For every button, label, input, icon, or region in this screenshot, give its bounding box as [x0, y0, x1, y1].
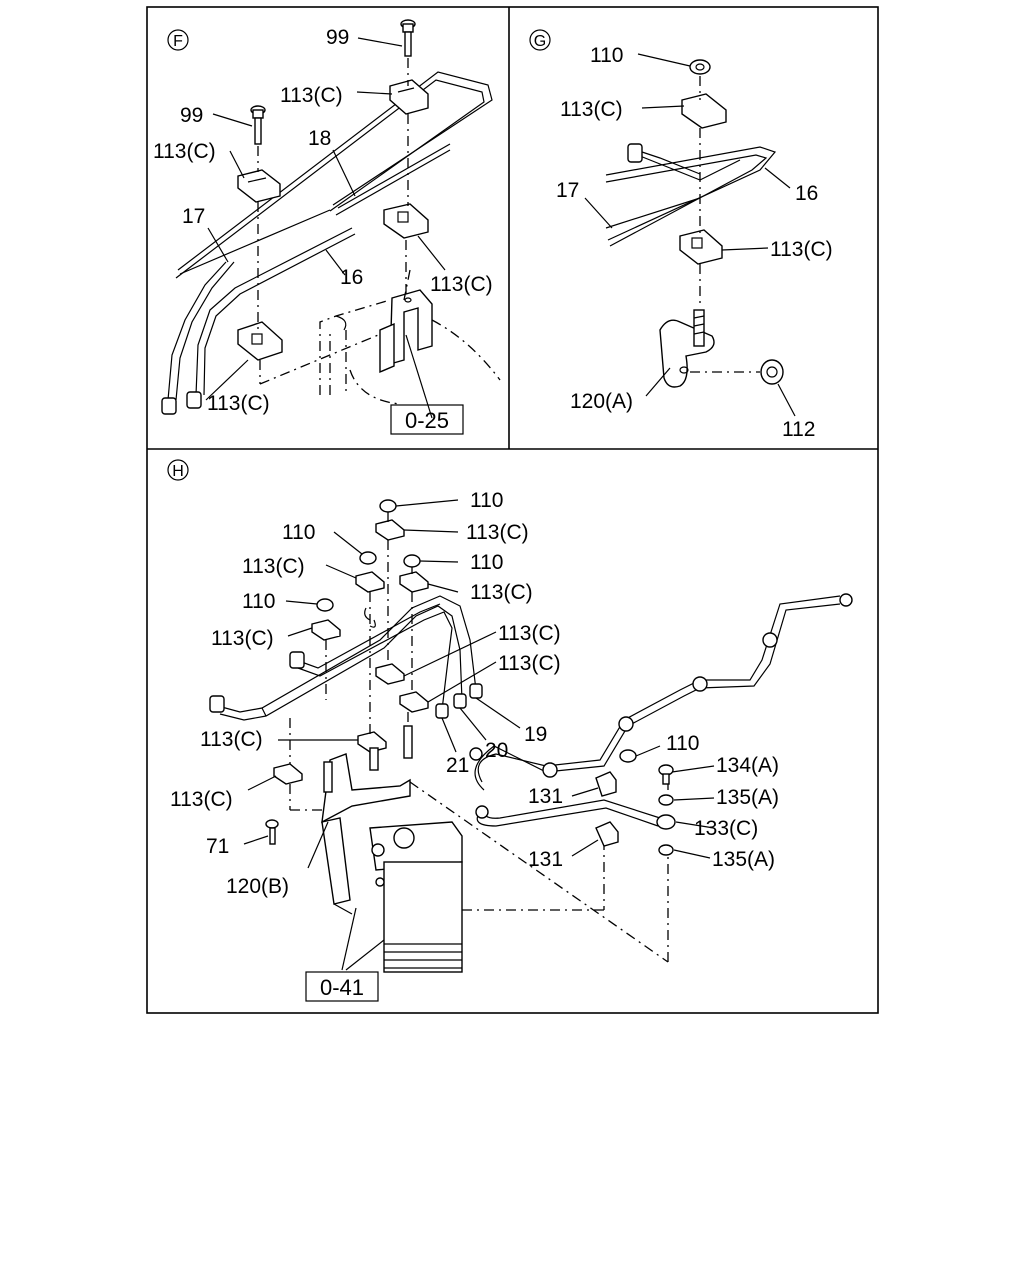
label-113c-g2: 113(C): [770, 238, 833, 261]
nut-110-h5: [619, 749, 637, 763]
pipe-nuts-f: [161, 391, 202, 415]
label-131-h1: 131: [528, 785, 563, 808]
panel-badge-g: G: [529, 29, 551, 51]
bracket-120a: [659, 309, 715, 388]
label-112-g: 112: [782, 418, 815, 441]
fitting-133c: [656, 814, 676, 830]
label-113c-h3: 113(C): [470, 581, 533, 604]
label-113c-g1: 113(C): [560, 98, 623, 121]
nut-110-h4: [316, 598, 334, 612]
label-17-g: 17: [556, 179, 579, 202]
label-134a-h: 134(A): [716, 754, 779, 777]
clip-113-h2: [355, 571, 385, 593]
badge-f-text: F: [173, 33, 183, 50]
label-120a-g: 120(A): [570, 390, 633, 413]
label-133c-h: 133(C): [694, 817, 758, 840]
panel-badge-h: H: [167, 459, 189, 481]
nut-110-g: [689, 59, 711, 75]
label-99-left: 99: [180, 104, 203, 127]
label-120b-h: 120(B): [226, 875, 289, 898]
label-16-f: 16: [340, 266, 363, 289]
clip-113-f4: [237, 321, 283, 361]
washer-135a-1: [658, 794, 674, 806]
label-110-h1: 110: [470, 489, 503, 512]
bolt-134a: [658, 764, 674, 785]
clip-113-h7: [357, 731, 387, 753]
bracket-120b: [321, 725, 413, 905]
label-113c-h7: 113(C): [200, 728, 263, 751]
reference-0-25-text: 0-25: [405, 408, 449, 433]
reference-box-0-25: 0-25: [390, 404, 464, 435]
label-71-h: 71: [206, 835, 229, 858]
clip-113-h1: [375, 519, 405, 541]
clip-113-f1: [389, 79, 429, 115]
clip-113-h3: [399, 571, 429, 593]
nut-110-h2: [359, 551, 377, 565]
label-18-f: 18: [308, 127, 331, 150]
label-110-h4: 110: [242, 590, 275, 613]
label-113c-h1: 113(C): [466, 521, 529, 544]
nut-112: [760, 359, 784, 385]
return-pipe: [469, 593, 853, 827]
badge-g-text: G: [534, 33, 546, 50]
clip-113-g1: [681, 93, 727, 129]
badge-h-text: H: [172, 463, 184, 480]
clamp-131-a: [595, 771, 617, 797]
bolt-99-left: [250, 105, 266, 145]
label-113c-h4: 113(C): [211, 627, 274, 650]
pipe-16: [195, 227, 356, 396]
label-20-h: 20: [485, 739, 508, 762]
clip-113-f2: [237, 169, 281, 203]
clip-113-h8: [273, 763, 303, 785]
pipe-18: [175, 71, 493, 279]
label-113c-f3: 113(C): [430, 273, 493, 296]
label-135a-h1: 135(A): [716, 786, 779, 809]
reference-box-0-41: 0-41: [305, 971, 379, 1002]
clip-113-h6: [399, 691, 429, 713]
label-131-h2: 131: [528, 848, 563, 871]
panel-h: H: [167, 459, 853, 1002]
label-113c-h5: 113(C): [498, 622, 561, 645]
label-113c-f4: 113(C): [207, 392, 270, 415]
label-17-f: 17: [182, 205, 205, 228]
bolt-71: [265, 819, 279, 845]
label-135a-h2: 135(A): [712, 848, 775, 871]
label-110-g: 110: [590, 44, 623, 67]
clip-113-f3: [383, 203, 429, 239]
label-16-g: 16: [795, 182, 818, 205]
label-19-h: 19: [524, 723, 547, 746]
panel-f: F: [153, 19, 501, 435]
label-99-top: 99: [326, 26, 349, 49]
clamp-131-b: [595, 821, 619, 847]
label-113c-f2: 113(C): [153, 140, 216, 163]
panel-badge-f: F: [167, 29, 189, 51]
nut-110-h3: [403, 554, 421, 568]
pipes-g: [605, 143, 777, 247]
label-21-h: 21: [446, 754, 469, 777]
label-110-h2: 110: [282, 521, 315, 544]
label-113c-h6: 113(C): [498, 652, 561, 675]
label-113c-h2: 113(C): [242, 555, 305, 578]
label-113c-f1: 113(C): [280, 84, 343, 107]
reference-0-41-text: 0-41: [320, 975, 364, 1000]
fuel-filter: [369, 821, 463, 973]
bolt-99-top: [400, 19, 416, 57]
label-113c-h8: 113(C): [170, 788, 233, 811]
label-110-h3: 110: [470, 551, 503, 574]
clip-113-h4: [311, 619, 341, 641]
diagram-frames: [146, 6, 879, 1014]
bracket-f: [319, 269, 501, 405]
pipe-17: [167, 209, 331, 401]
injection-pipe-bundle: [209, 595, 483, 721]
nut-110-h1: [379, 499, 397, 513]
washer-135a-2: [658, 844, 674, 856]
label-110-h5: 110: [666, 732, 699, 755]
panel-g: G: [529, 29, 833, 441]
clip-113-h5: [375, 663, 405, 685]
clip-113-g2: [679, 229, 723, 265]
